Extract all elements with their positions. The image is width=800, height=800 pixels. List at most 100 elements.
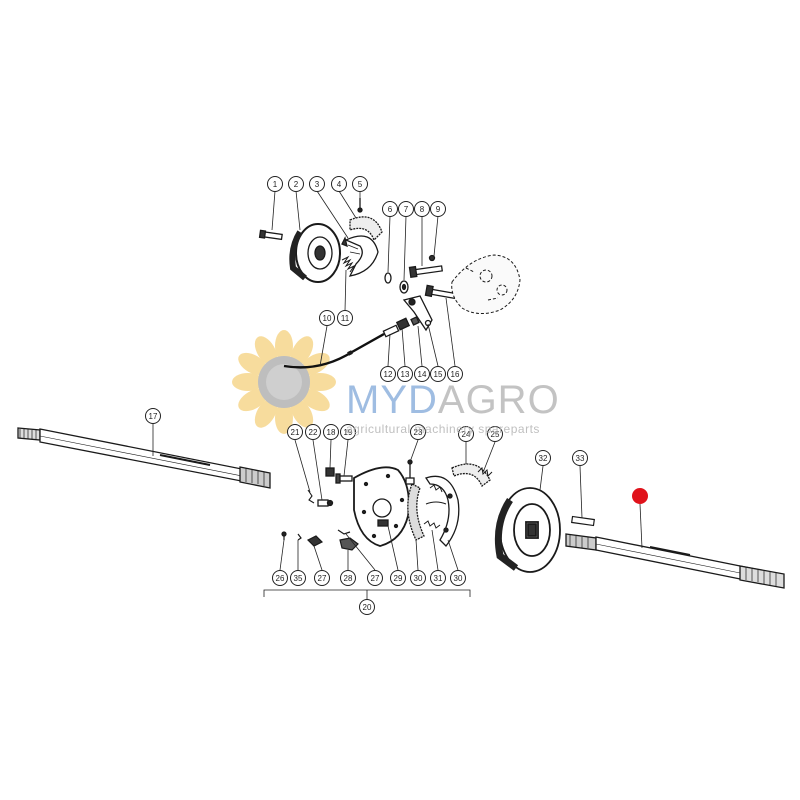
callout-12: 12 [380, 366, 396, 382]
callout-label: 26 [276, 574, 285, 583]
callout-14: 14 [414, 366, 430, 382]
part-housing-outline [451, 254, 521, 314]
part-cable-fitting [382, 316, 420, 338]
callout-label: 16 [451, 370, 460, 379]
callout-label: 3 [315, 180, 320, 189]
part-return-spring [477, 466, 493, 478]
part-spring-clip [307, 489, 334, 507]
callout-circle [290, 570, 306, 586]
part-small-nut [428, 254, 436, 262]
callout-label: 1 [273, 180, 278, 189]
callout-25: 25 [487, 426, 503, 442]
part-brake-shoe-set [407, 475, 460, 547]
watermark-brand: MYDAGRO [346, 380, 560, 420]
callout-circle [323, 424, 339, 440]
callout-circle [145, 408, 161, 424]
callout-label: 12 [384, 370, 393, 379]
part-brake-shoe-upper [341, 235, 379, 277]
callout-label: 22 [309, 428, 318, 437]
callout-4: 4 [331, 176, 347, 192]
callout-circle [430, 201, 446, 217]
part-cam-block [339, 537, 359, 551]
lower-brake-assembly [307, 459, 493, 547]
callout-label: 21 [291, 428, 300, 437]
callout-31: 31 [430, 570, 446, 586]
callout-circle [430, 570, 446, 586]
callout-circle [272, 570, 288, 586]
callout-label: 31 [434, 574, 443, 583]
callout-circle [410, 570, 426, 586]
callout-circle [414, 201, 430, 217]
callout-19: 19 [340, 424, 356, 440]
callout-label: 11 [341, 314, 350, 323]
callout-30a: 30 [410, 570, 426, 586]
callout-6: 6 [382, 201, 398, 217]
callout-28: 28 [340, 570, 356, 586]
callout-circle [447, 366, 463, 382]
part-brake-lining-upper [349, 216, 383, 242]
callout-circle [458, 426, 474, 442]
callout-label: 19 [344, 428, 353, 437]
callout-label: 23 [414, 428, 423, 437]
callout-24: 24 [458, 426, 474, 442]
part-bolt [408, 265, 444, 279]
callout-label: 32 [539, 454, 548, 463]
callout-leader-lines [152, 190, 643, 600]
callout-label: 30 [414, 574, 423, 583]
callout-16: 16 [447, 366, 463, 382]
callout-label: 27 [371, 574, 380, 583]
part-pin-small [281, 531, 287, 540]
watermark-tagline: agricultural machinery spareparts [346, 422, 540, 436]
callout-label: 18 [327, 428, 336, 437]
part-spring [341, 255, 356, 273]
part-adjuster-block [306, 535, 324, 547]
callout-circle [382, 201, 398, 217]
callout-label: 24 [462, 430, 471, 439]
callout-label: 2 [294, 180, 299, 189]
callout-label: 6 [388, 205, 393, 214]
part-stud [405, 459, 415, 485]
part-brake-drum [289, 223, 341, 283]
callout-2: 2 [288, 176, 304, 192]
part-large-brake-drum [494, 487, 561, 573]
callout-18: 18 [323, 424, 339, 440]
part-rivet [297, 533, 302, 541]
callout-label: 30 [454, 574, 463, 583]
callout-circle [450, 570, 466, 586]
part-clip-small [337, 529, 351, 535]
callout-circle [352, 176, 368, 192]
callout-circle [319, 310, 335, 326]
part-brake-lining-lower [451, 463, 491, 488]
upper-brake-assembly [258, 198, 521, 369]
callout-circle [397, 366, 413, 382]
watermark-brand-right: AGRO [437, 378, 560, 422]
callout-label: 13 [401, 370, 410, 379]
callout-26: 26 [272, 570, 288, 586]
highlight-marker-dot[interactable] [632, 488, 648, 504]
part-rear-axle-shaft [565, 533, 785, 589]
callout-circle [287, 424, 303, 440]
callout-label: 17 [149, 412, 158, 421]
callout-circle [414, 366, 430, 382]
part-brake-cable [283, 332, 385, 369]
part-shaft-key [571, 515, 595, 527]
part-brake-lever [402, 295, 433, 332]
callout-label: 8 [420, 205, 425, 214]
callout-10: 10 [319, 310, 335, 326]
callout-21: 21 [287, 424, 303, 440]
callout-label: 25 [491, 430, 500, 439]
small-parts-group [281, 529, 359, 551]
callout-1: 1 [267, 176, 283, 192]
callout-circle [367, 570, 383, 586]
callout-circle [314, 570, 330, 586]
callout-label: 5 [358, 180, 363, 189]
callout-circle [309, 176, 325, 192]
callout-17: 17 [145, 408, 161, 424]
part-pin [258, 229, 283, 241]
callout-15: 15 [430, 366, 446, 382]
callout-label: 33 [576, 454, 585, 463]
callout-circle [359, 599, 375, 615]
